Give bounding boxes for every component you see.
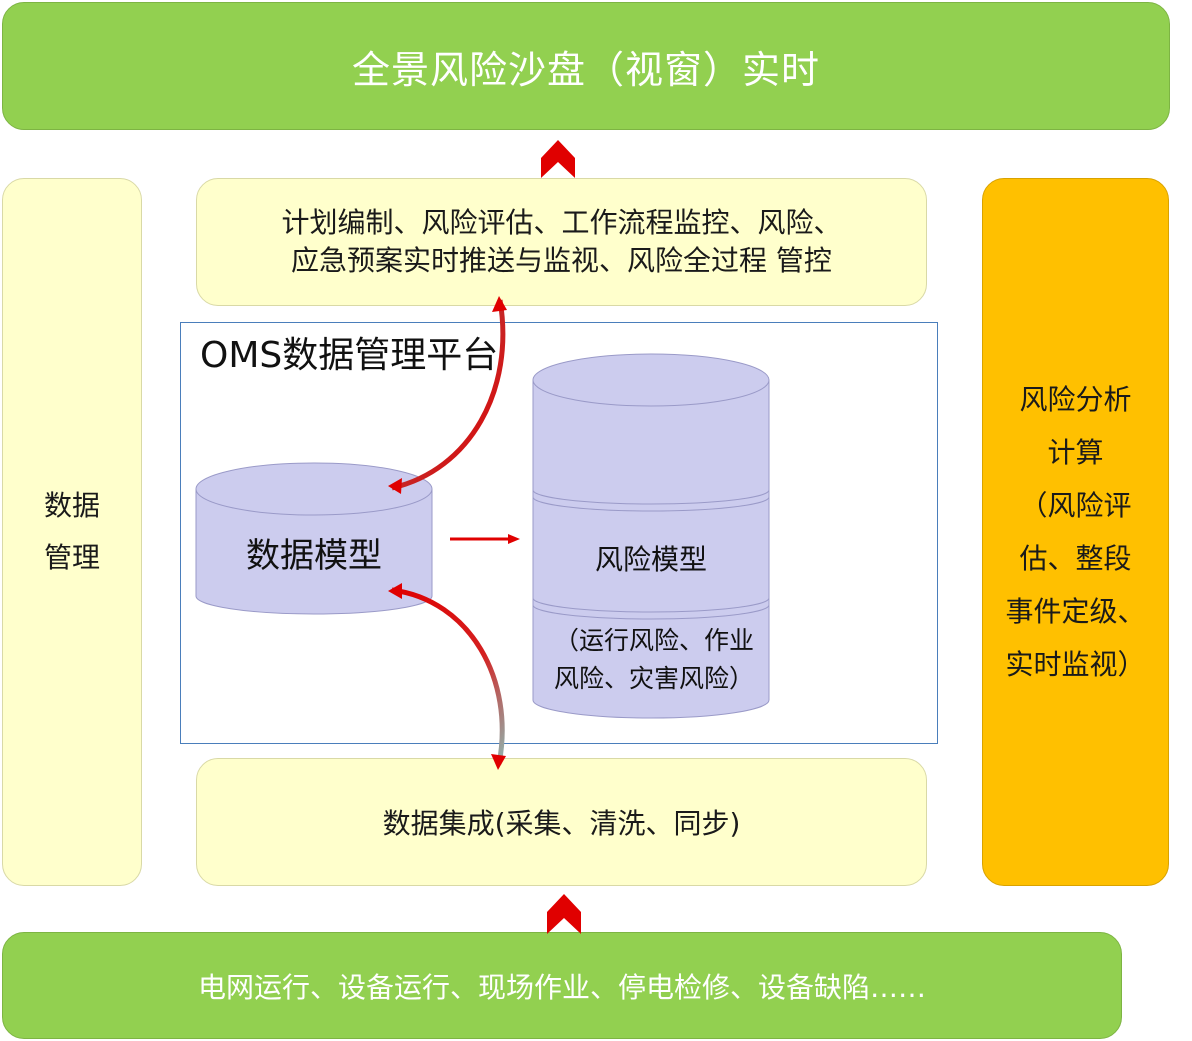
chevron-up-icon-bottom xyxy=(547,894,581,934)
data-integration-box: 数据集成(采集、清洗、同步) xyxy=(196,758,927,886)
oms-platform-title: OMS数据管理平台 xyxy=(200,335,499,376)
bottom-banner-text: 电网运行、设备运行、现场作业、停电检修、设备缺陷…… xyxy=(197,970,926,1004)
bottom-banner: 电网运行、设备运行、现场作业、停电检修、设备缺陷…… xyxy=(2,932,1122,1039)
curved-arrow-down-icon xyxy=(388,583,506,770)
right-arrow-icon xyxy=(450,534,520,544)
risk-control-text: 计划编制、风险评估、工作流程监控、风险、 应急预案实时推送与监视、风险全过程 管… xyxy=(281,206,842,277)
chevron-up-icon-top xyxy=(541,140,575,178)
risk-model-label: 风险模型 xyxy=(594,543,707,576)
top-banner: 全景风险沙盘（视窗）实时 xyxy=(2,2,1170,130)
curved-arrow-up-icon xyxy=(388,296,507,494)
data-model-label: 数据模型 xyxy=(246,536,382,576)
data-integration-text: 数据集成(采集、清洗、同步) xyxy=(382,807,741,840)
data-management-panel: 数据 管理 xyxy=(2,178,142,886)
risk-control-box: 计划编制、风险评估、工作流程监控、风险、 应急预案实时推送与监视、风险全过程 管… xyxy=(196,178,927,306)
risk-analysis-panel: 风险分析 计算 （风险评 估、整段 事件定级、 实时监视） xyxy=(982,178,1169,886)
risk-model-subtitle: （运行风险、作业 风险、灾害风险） xyxy=(553,626,754,693)
top-banner-text: 全景风险沙盘（视窗）实时 xyxy=(351,47,820,92)
risk-analysis-text: 风险分析 计算 （风险评 估、整段 事件定级、 实时监视） xyxy=(1005,383,1146,681)
risk-model-cylinder xyxy=(532,353,770,719)
data-management-text: 数据 管理 xyxy=(43,489,100,574)
data-model-cylinder xyxy=(195,462,433,615)
